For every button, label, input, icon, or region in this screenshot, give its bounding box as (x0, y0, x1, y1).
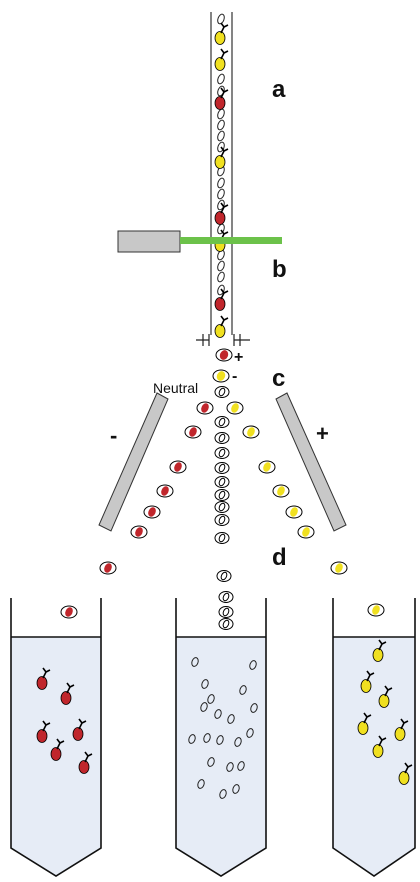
collection-tube-center (175, 598, 267, 877)
antibody-icon (214, 315, 229, 339)
antibody-icon (214, 202, 229, 226)
label-c: c (272, 365, 285, 392)
deflection-plate-right (275, 392, 347, 532)
laser-source-icon (117, 230, 181, 253)
droplets (60, 348, 385, 630)
channel-cells (214, 13, 229, 339)
droplet-plus-sign: + (234, 349, 243, 366)
deflection-plates (98, 392, 347, 532)
labels: a b c d Neutral - + + - (110, 76, 329, 571)
right-plate-sign: + (316, 421, 329, 446)
antibody-icon (214, 22, 229, 46)
left-stream-droplets (60, 401, 214, 619)
droplet-minus-sign: - (232, 368, 237, 385)
antibody-icon (214, 288, 229, 312)
channel-cell-empty (217, 13, 225, 296)
nozzle-electrodes (196, 334, 250, 346)
antibody-icon (214, 146, 229, 170)
laser-source (117, 230, 282, 253)
label-d: d (272, 544, 287, 571)
label-b: b (272, 256, 287, 283)
antibody-icon (214, 48, 229, 72)
left-plate-sign: - (110, 423, 117, 448)
droplet-yellow (212, 369, 230, 383)
flow-channel (210, 12, 233, 335)
antibody-icon (214, 87, 229, 111)
collection-tube-left (10, 598, 102, 877)
label-a: a (272, 76, 286, 103)
label-neutral: Neutral (153, 380, 198, 396)
center-stream-droplets (214, 386, 234, 630)
collection-tube-right (332, 598, 416, 877)
right-stream-droplets (226, 401, 385, 617)
collection-tubes (10, 598, 416, 877)
deflection-plate-left (98, 392, 169, 532)
laser-beam (180, 237, 282, 244)
droplet-red (215, 348, 233, 362)
